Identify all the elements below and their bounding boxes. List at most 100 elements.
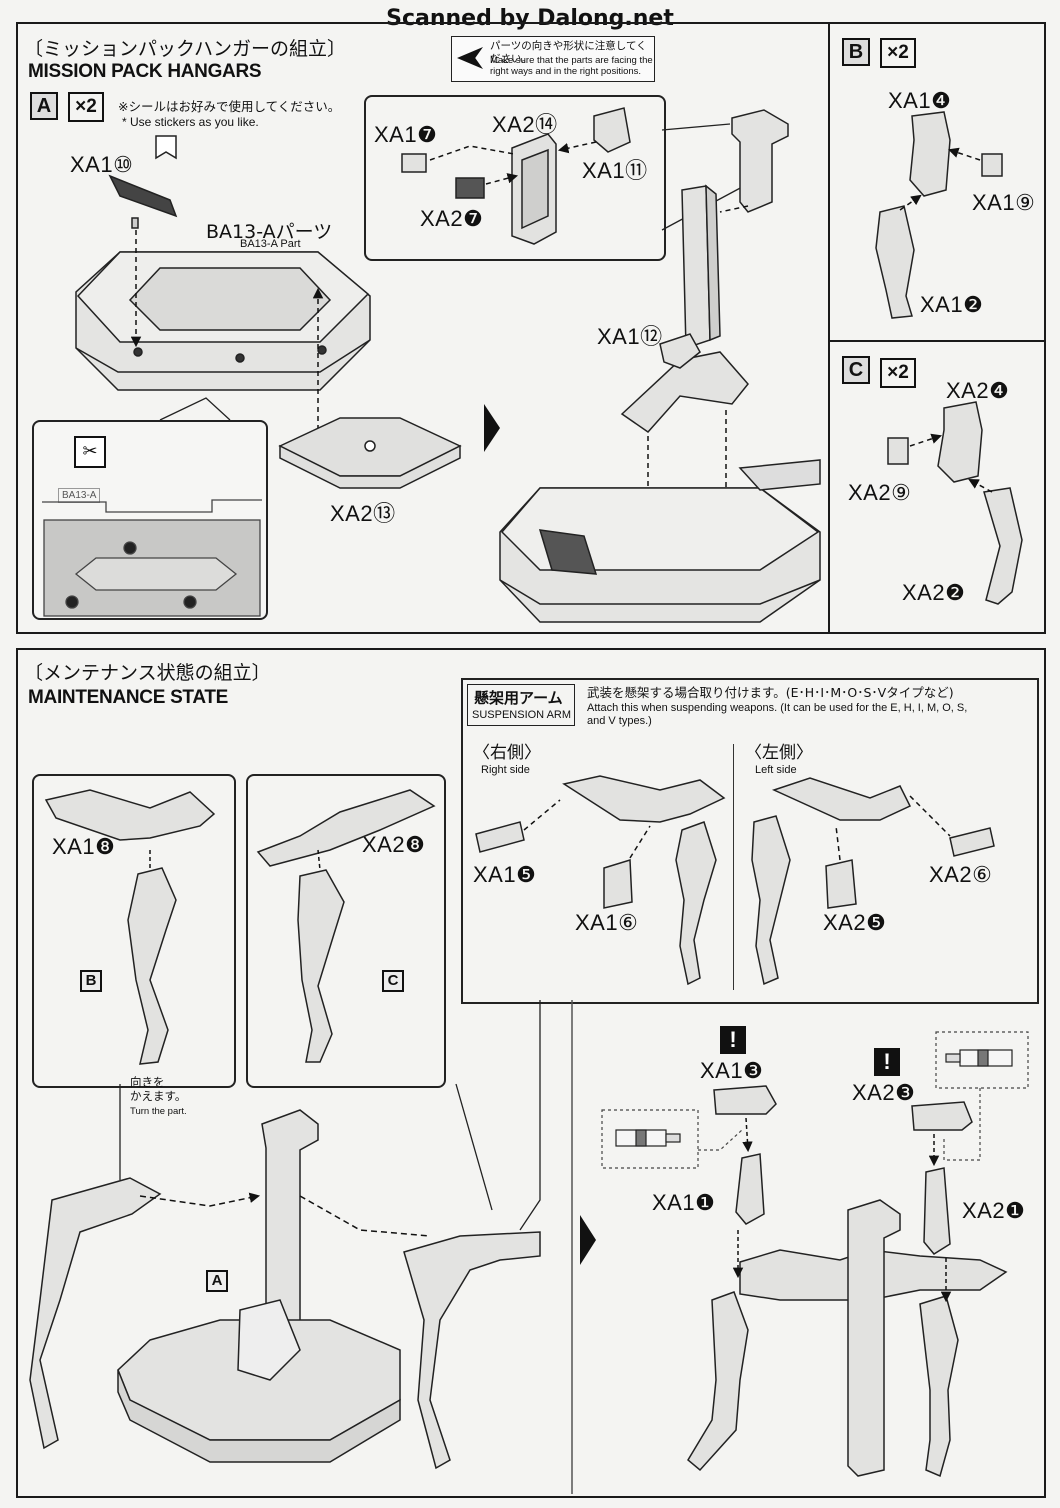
suspension-desc-en-2: and V types.) <box>587 715 652 727</box>
suspension-left-side <box>751 777 995 986</box>
suspension-right-side <box>475 775 726 986</box>
callout-line-a <box>159 397 231 421</box>
left-side-label-jp: 〈左側〉 <box>745 743 813 763</box>
step-b-mult: ×2 <box>887 42 909 63</box>
nipper-icon: ✂ <box>74 436 106 468</box>
part-label-xa2-7: XA2❼ <box>420 206 484 231</box>
part-label-xa1-12: XA1⑫ <box>597 324 663 349</box>
step-b-parts <box>875 111 1003 319</box>
stand-top-part <box>401 107 631 245</box>
detail-piece-1 <box>615 1129 681 1147</box>
step-a-mult: ×2 <box>75 96 97 117</box>
maintenance-title-jp: 〔メンテナンス状態の組立〕 <box>24 662 271 684</box>
connector-susp <box>519 1000 541 1231</box>
connector-right <box>455 1083 493 1211</box>
detail-leader-2 <box>943 1088 981 1161</box>
final-dash-1 <box>742 1117 753 1153</box>
tag-a-label: A <box>206 1270 228 1292</box>
warning-icon-2-text: ! <box>883 1049 891 1074</box>
step-b-header: B <box>842 38 870 66</box>
detail-leader-1 <box>698 1129 743 1151</box>
maintenance-frame <box>16 648 1046 1498</box>
right-side-label-jp: 〈右側〉 <box>473 743 541 763</box>
part-label-xa1-6: XA1⑥ <box>575 910 639 935</box>
step-c-badge: C <box>842 356 870 384</box>
divider-horizontal-bc <box>828 340 1046 342</box>
part-label-xa1-3: XA1❸ <box>700 1058 764 1083</box>
part-label-xa1-8: XA1❽ <box>52 834 116 859</box>
part-label-xa2-3: XA2❸ <box>852 1080 916 1105</box>
maint-right-box <box>246 774 446 1088</box>
part-label-xa1-1: XA1❶ <box>652 1190 716 1215</box>
ba13-label-en: BA13-A Part <box>240 238 301 250</box>
suspension-desc-en-1: Attach this when suspending weapons. (It… <box>587 702 968 714</box>
step-c-parts <box>887 401 1023 605</box>
divider-vertical-bc <box>828 22 830 634</box>
part-label-xa2-8: XA2❽ <box>362 832 426 857</box>
part-label-xa2-6: XA2⑥ <box>929 862 993 887</box>
part-label-xa2-1: XA2❶ <box>962 1198 1026 1223</box>
step-b-dash-2 <box>899 194 922 211</box>
turn-note-en: Turn the part. <box>130 1106 187 1117</box>
final-parts <box>687 1085 1008 1478</box>
ba13-label-jp: BA13-Aパーツ <box>206 221 333 243</box>
arm-right <box>256 789 436 1063</box>
detail-dash-box-1 <box>601 1109 699 1169</box>
tag-c-label: C <box>382 970 404 992</box>
detail-callout-box <box>364 95 666 261</box>
stand-pillar <box>620 109 789 433</box>
xa2-13-part <box>278 417 462 489</box>
part-label-xa2-5: XA2❺ <box>823 910 887 935</box>
mission-title-jp: 〔ミッションパックハンガーの組立〕 <box>24 38 347 60</box>
part-label-xa2-13: XA2⑬ <box>330 501 396 526</box>
suspension-divider <box>733 744 734 990</box>
suspension-title-jp: 懸架用アーム <box>474 689 563 707</box>
detail-piece-2 <box>945 1049 1013 1067</box>
susp-dash-l2 <box>835 825 841 861</box>
step-b-dash-1 <box>948 147 981 161</box>
suspension-desc-jp: 武装を懸架する場合取り付けます。(E･H･I･M･O･S･Vタイプなど) <box>587 685 954 700</box>
notice-box: パーツの向きや形状に注意してください。 Make sure that the p… <box>451 36 655 82</box>
step-a-header: A <box>30 92 58 120</box>
step-c-dash-1 <box>909 433 942 447</box>
ba13-base <box>75 251 371 391</box>
part-label-xa1-4: XA1❹ <box>888 88 952 113</box>
detail-dash-box-2 <box>935 1031 1029 1089</box>
pillar-dash <box>719 205 749 213</box>
warning-icon-1: ! <box>720 1026 746 1054</box>
flow-arrow-2 <box>580 1215 596 1265</box>
turn-note-jp-1: 向きを <box>130 1075 165 1089</box>
part-label-xa2-4: XA2❹ <box>946 378 1010 403</box>
step-a-badge: A <box>30 92 58 120</box>
part-label-xa1-10: XA1⑩ <box>70 152 134 177</box>
warning-icon-1-text: ! <box>729 1027 737 1052</box>
right-side-label-en: Right side <box>481 764 530 776</box>
susp-dash-r2 <box>629 825 651 859</box>
step-c-mult-box: ×2 <box>880 358 916 388</box>
suspension-title-box: 懸架用アーム SUSPENSION ARM <box>467 684 575 726</box>
flow-arrow-1 <box>484 404 500 452</box>
part-label-xa2-9: XA2⑨ <box>848 480 912 505</box>
part-label-xa1-2: XA1❷ <box>920 292 984 317</box>
notice-text-jp: パーツの向きや形状に注意してください。 <box>490 40 647 65</box>
turn-note-jp-2: かえます。 <box>130 1089 187 1103</box>
step-a-mult-box: ×2 <box>68 92 104 122</box>
notice-text-en-1: Make sure that the parts are facing the <box>490 55 653 66</box>
sticker-note-jp: ※シールはお好みで使用してください。 <box>118 99 341 114</box>
callout-pointer-1 <box>661 123 731 131</box>
warning-icon-2: ! <box>874 1048 900 1076</box>
step-c-mult: ×2 <box>887 362 909 383</box>
big-base <box>499 459 821 623</box>
left-side-label-en: Left side <box>755 764 797 776</box>
step-b-badge: B <box>842 38 870 66</box>
step-b-mult-box: ×2 <box>880 38 916 68</box>
assembly-dash-1 <box>139 1192 261 1207</box>
mission-pack-frame <box>16 22 1046 634</box>
part-label-xa1-9: XA1⑨ <box>972 190 1036 215</box>
susp-dash-l1 <box>909 795 951 837</box>
suspension-arm-box: 懸架用アーム SUSPENSION ARM 武装を懸架する場合取り付けます。(E… <box>461 678 1039 1004</box>
arm-left <box>44 789 216 1065</box>
tag-a: A <box>206 1270 228 1292</box>
watermark-text: Scanned by Dalong.net <box>386 6 674 31</box>
